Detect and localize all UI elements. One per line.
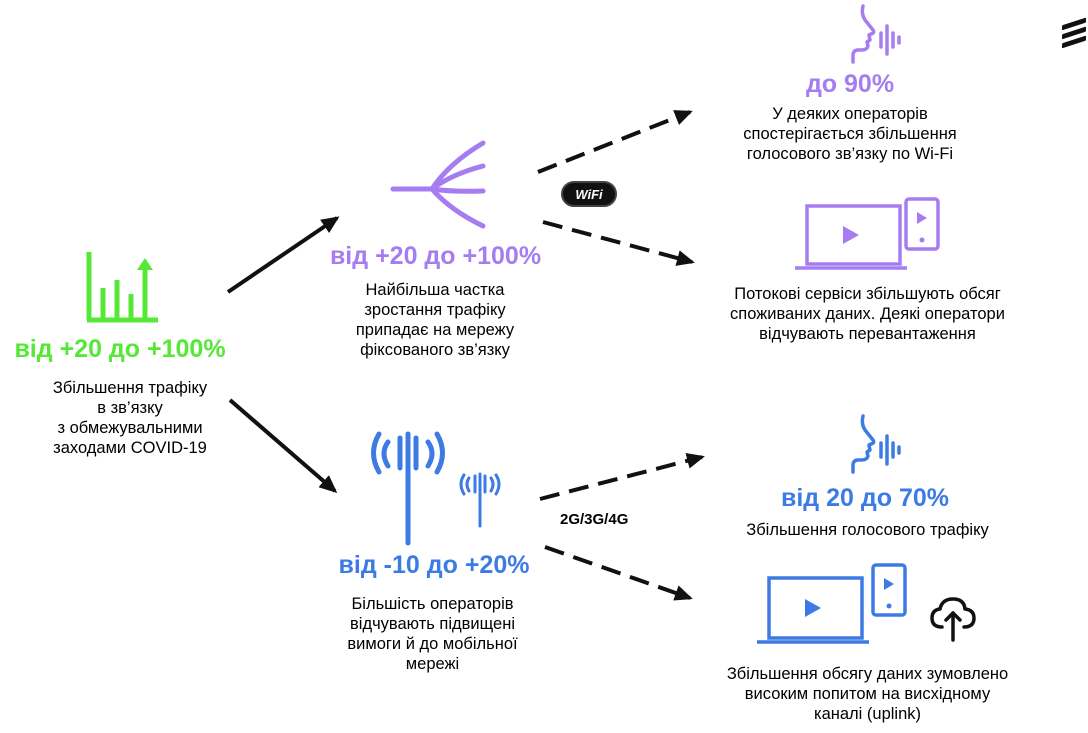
ericsson-logo-icon [1062, 17, 1086, 48]
streaming-description: Потокові сервіси збільшують обсяг спожив… [680, 284, 1055, 344]
mobile-voice-desc-line: Збільшення голосового трафіку [746, 521, 989, 539]
mobile-desc-line: Більшість операторів [351, 595, 514, 613]
overall-desc-line: з обмежувальними [57, 419, 203, 437]
overall-desc-line: заходами COVID-19 [53, 439, 207, 457]
voice-speaker-icon [851, 414, 901, 474]
uplink-desc-line: Збільшення обсягу даних зумовлено [726, 665, 1009, 683]
laptop-video-icon [795, 204, 907, 270]
mobile-tech-label: 2G/3G/4G [560, 511, 629, 528]
mobile-desc-line: відчувають підвищені [350, 615, 515, 633]
wifi-badge-icon: WiFi [561, 181, 617, 207]
wifi-badge-label: WiFi [575, 186, 603, 202]
mobile-voice-value: від 20 до 70% [780, 484, 949, 512]
fixed-description: Найбільша частка зростання трафіку припа… [330, 280, 540, 360]
fixed-desc-line: Найбільша частка [365, 281, 505, 299]
uplink-desc-line: високим попитом на висхідному [744, 685, 991, 703]
fixed-desc-line: припадає на мережу [355, 321, 515, 339]
phone-video-icon [871, 563, 907, 617]
uplink-desc-line: каналі (uplink) [813, 705, 922, 723]
arrow-to-mobile [228, 398, 338, 493]
overall-desc-line: в зв’язку [97, 399, 163, 417]
dashed-arrow-to-uplink [544, 545, 693, 601]
overall-value: від +20 до +100% [14, 335, 226, 363]
mobile-desc-line: мережі [405, 655, 460, 673]
streaming-desc-line: споживаних даних. Деякі оператори [730, 305, 1005, 323]
dashed-arrow-to-wifi-voice [537, 110, 693, 174]
small-cell-tower-icon [459, 472, 501, 528]
wifi-voice-value: до 90% [805, 70, 895, 98]
mobile-value: від -10 до +20% [338, 551, 530, 579]
mobile-voice-description: Збільшення голосового трафіку [700, 520, 1035, 540]
laptop-video-icon [757, 576, 869, 644]
phone-video-icon [904, 197, 940, 251]
streaming-desc-line: Потокові сервіси збільшують обсяг [734, 285, 1001, 303]
wifi-voice-desc-line: спостерігається збільшення [743, 125, 957, 143]
bar-chart-growth-icon [86, 252, 158, 323]
streaming-desc-line: відчувають перевантаження [759, 325, 976, 343]
fixed-desc-line: фіксованого зв’язку [360, 341, 510, 359]
wifi-voice-desc-line: У деяких операторів [772, 105, 928, 123]
voice-speaker-icon [851, 4, 901, 64]
dashed-arrow-to-mobile-voice [539, 453, 705, 501]
arrow-to-fixed [226, 216, 340, 294]
cell-tower-icon [371, 431, 445, 546]
mobile-desc-line: вимоги й до мобільної [347, 635, 518, 653]
wifi-voice-description: У деяких операторів спостерігається збіл… [710, 104, 990, 164]
wifi-voice-desc-line: голосового зв’язку по Wi-Fi [746, 145, 954, 163]
network-fork-icon [390, 140, 486, 229]
fixed-desc-line: зростання трафіку [364, 301, 506, 319]
dashed-arrow-to-streaming [542, 220, 695, 266]
overall-description: Збільшення трафіку в зв’язку з обмежувал… [20, 378, 240, 458]
cloud-upload-icon [930, 597, 976, 642]
uplink-description: Збільшення обсягу даних зумовлено високи… [680, 664, 1055, 724]
fixed-value: від +20 до +100% [329, 242, 542, 270]
mobile-description: Більшість операторів відчувають підвищен… [310, 594, 555, 674]
overall-desc-line: Збільшення трафіку [52, 379, 208, 397]
